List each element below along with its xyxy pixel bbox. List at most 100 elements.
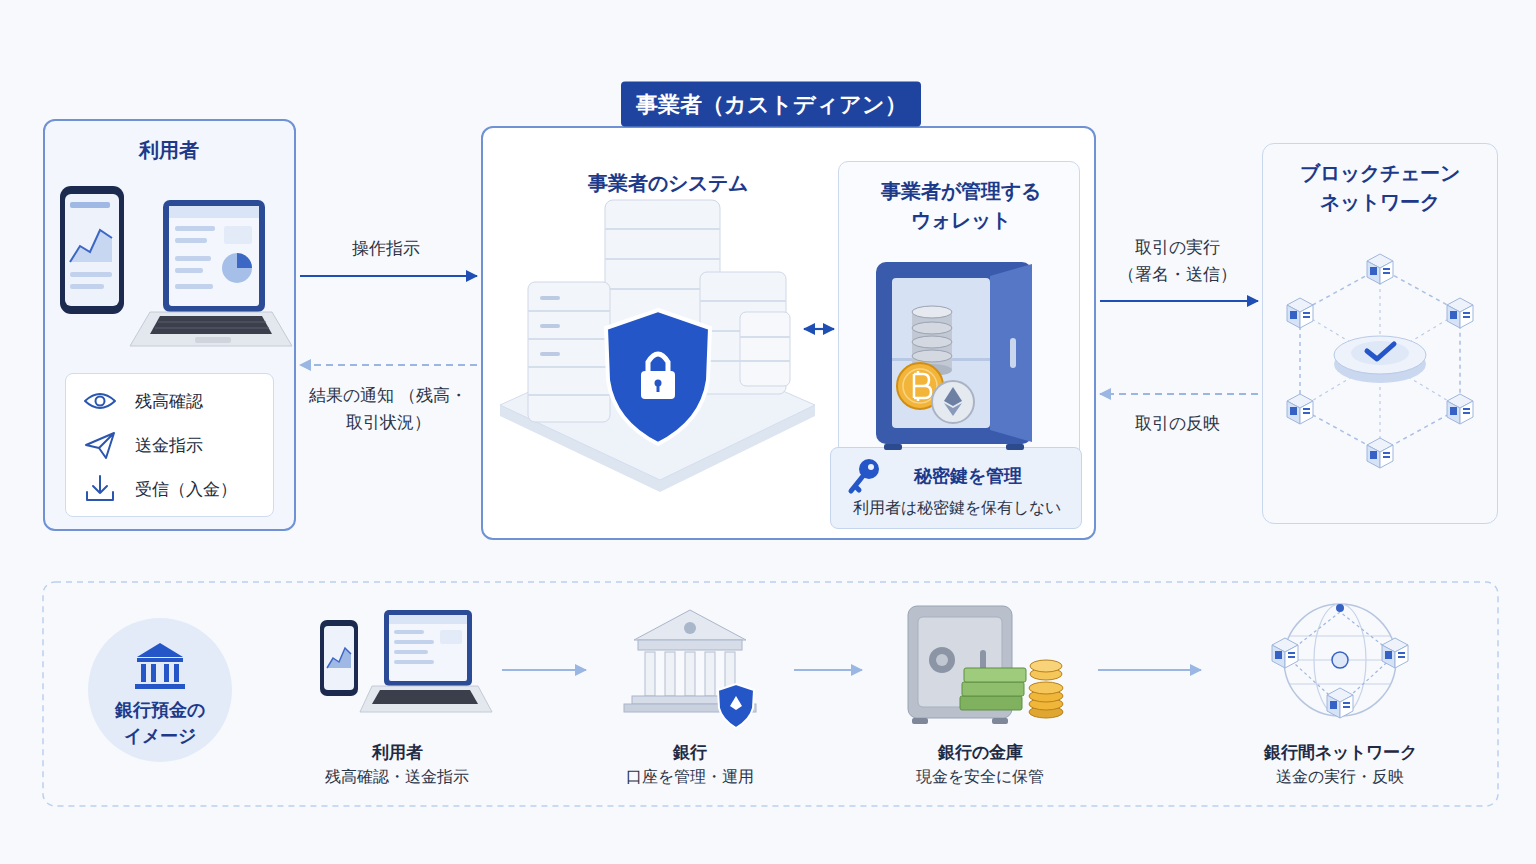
- list-icons: [96, 397, 105, 406]
- bottom-devices-illustration: [327, 648, 351, 668]
- user-devices-illustration: [70, 284, 104, 289]
- interbank-network-illustration: [1332, 652, 1348, 668]
- node-title: 秘密鍵を管理: [878, 463, 1058, 489]
- bank-icon: [151, 664, 156, 682]
- node-text: 口座を管理・運用: [595, 765, 785, 788]
- bottom-devices-illustration: [389, 615, 467, 624]
- node-title: 銀行: [595, 740, 785, 765]
- user-devices-illustration: [150, 316, 272, 334]
- wallet-safe-illustration: [912, 306, 952, 318]
- user-devices-illustration: [175, 284, 213, 289]
- blockchain-illustration: [1367, 254, 1393, 284]
- server-illustration: [700, 330, 786, 332]
- wallet-safe-illustration: [990, 264, 1032, 442]
- bank-building-illustration: [705, 652, 715, 696]
- wallet-safe-illustration: [912, 336, 952, 348]
- bank-deposit-circle: 銀行預金の イメージ: [88, 618, 232, 762]
- blockchain-illustration: [1300, 268, 1460, 452]
- bank-building-illustration: [634, 610, 746, 640]
- server-illustration: [528, 338, 610, 340]
- server-illustration: [540, 296, 560, 300]
- user-devices-illustration: [70, 230, 112, 262]
- bank-vault-illustration: [964, 668, 1026, 682]
- bank-building-illustration: [685, 652, 695, 696]
- wallet-safe-illustration: [892, 278, 990, 428]
- node-text: 利用者は秘密鍵を保有しない: [837, 496, 1077, 519]
- server-illustration: [641, 371, 675, 399]
- node-text: 残高確認・送金指示: [302, 765, 492, 788]
- interbank-network-illustration: [1336, 604, 1344, 612]
- bank-vault-illustration: [1029, 690, 1063, 702]
- node-title: 利用者: [94, 136, 244, 165]
- node-title: 銀行間ネットワーク: [1215, 740, 1465, 765]
- user-devices-illustration: [237, 253, 252, 268]
- edge-label: 結果の通知 （残高・取引状況）: [301, 382, 476, 436]
- bottom-devices-illustration: [372, 690, 478, 704]
- blockchain-illustration: [1447, 298, 1473, 328]
- server-illustration: [500, 200, 815, 492]
- user-devices-illustration: [169, 206, 259, 218]
- user-devices-illustration: [60, 186, 124, 314]
- bank-vault-illustration: [908, 606, 1012, 718]
- node-title: 残高確認: [135, 389, 265, 414]
- server-illustration: [500, 405, 815, 492]
- blockchain-illustration: [1334, 345, 1426, 383]
- interbank-network-illustration: [1285, 612, 1395, 705]
- comparison-band: [43, 582, 1498, 806]
- blockchain-illustration: [1351, 341, 1409, 365]
- wallet-safe-illustration: [912, 364, 952, 376]
- bank-building-illustration: [624, 704, 756, 712]
- user-devices-illustration: [222, 253, 252, 283]
- bank-vault-illustration: [1029, 682, 1063, 694]
- node-title: 事業者のシステム: [548, 169, 788, 198]
- wallet-safe-illustration: [914, 371, 931, 401]
- bank-vault-illustration: [929, 647, 955, 673]
- bank-vault-illustration: [1029, 698, 1063, 710]
- wallet-safe-illustration: [876, 262, 1032, 444]
- wallet-safe-illustration: [912, 350, 952, 362]
- bank-building-illustration: [718, 684, 754, 728]
- user-devices-illustration: [155, 322, 269, 328]
- bank-building-illustration: [665, 652, 675, 696]
- bank-icon: [137, 643, 183, 657]
- user-devices-illustration: [224, 226, 252, 244]
- user-devices-illustration: [175, 256, 211, 261]
- server-illustration: [605, 200, 720, 325]
- server-illustration: [528, 394, 610, 396]
- node-text: 受信（入金）: [135, 477, 270, 502]
- bank-icon: [174, 664, 179, 682]
- blockchain-illustration: [1300, 268, 1460, 452]
- edge-label: 取引の反映: [1107, 410, 1247, 437]
- list-icons: [86, 433, 114, 458]
- bank-icon: [164, 664, 169, 682]
- bank-vault-illustration: [908, 606, 1063, 724]
- server-illustration: [700, 272, 786, 394]
- server-illustration: [540, 352, 560, 356]
- flow-arrow: [804, 328, 834, 330]
- node-text: 現金を安全に保管: [875, 765, 1085, 788]
- bank-vault-illustration: [992, 718, 1008, 724]
- interbank-network-illustration: [1284, 604, 1396, 716]
- custodian-box: 事業者（カストディアン）事業者のシステム事業者が管理する ウォレット秘密鍵を管理…: [481, 126, 1096, 540]
- bank-vault-illustration: [936, 654, 948, 666]
- bank-vault-illustration: [1029, 706, 1063, 718]
- key-icon: [851, 476, 863, 491]
- list-icons: [87, 476, 113, 500]
- blockchain-illustration: [1367, 438, 1393, 468]
- server-illustration: [648, 354, 668, 372]
- bottom-devices-illustration: [327, 648, 351, 668]
- blockchain-illustration: [1287, 254, 1473, 468]
- wallet-box: 事業者が管理する ウォレット秘密鍵を管理利用者は秘密鍵を保有しない: [838, 161, 1080, 529]
- blockchain-illustration: [1287, 394, 1313, 424]
- edge-label: 取引の実行 （署名・送信）: [1102, 234, 1252, 288]
- server-illustration: [528, 366, 610, 368]
- node-text: 送金の実行・反映: [1215, 765, 1465, 788]
- bottom-devices-illustration: [394, 640, 434, 644]
- bottom-devices-illustration: [394, 630, 424, 634]
- user-devices-illustration: [65, 194, 119, 306]
- bank-building-illustration: [624, 610, 756, 728]
- user-devices-illustration: [163, 200, 265, 312]
- bottom-devices-illustration: [320, 620, 358, 696]
